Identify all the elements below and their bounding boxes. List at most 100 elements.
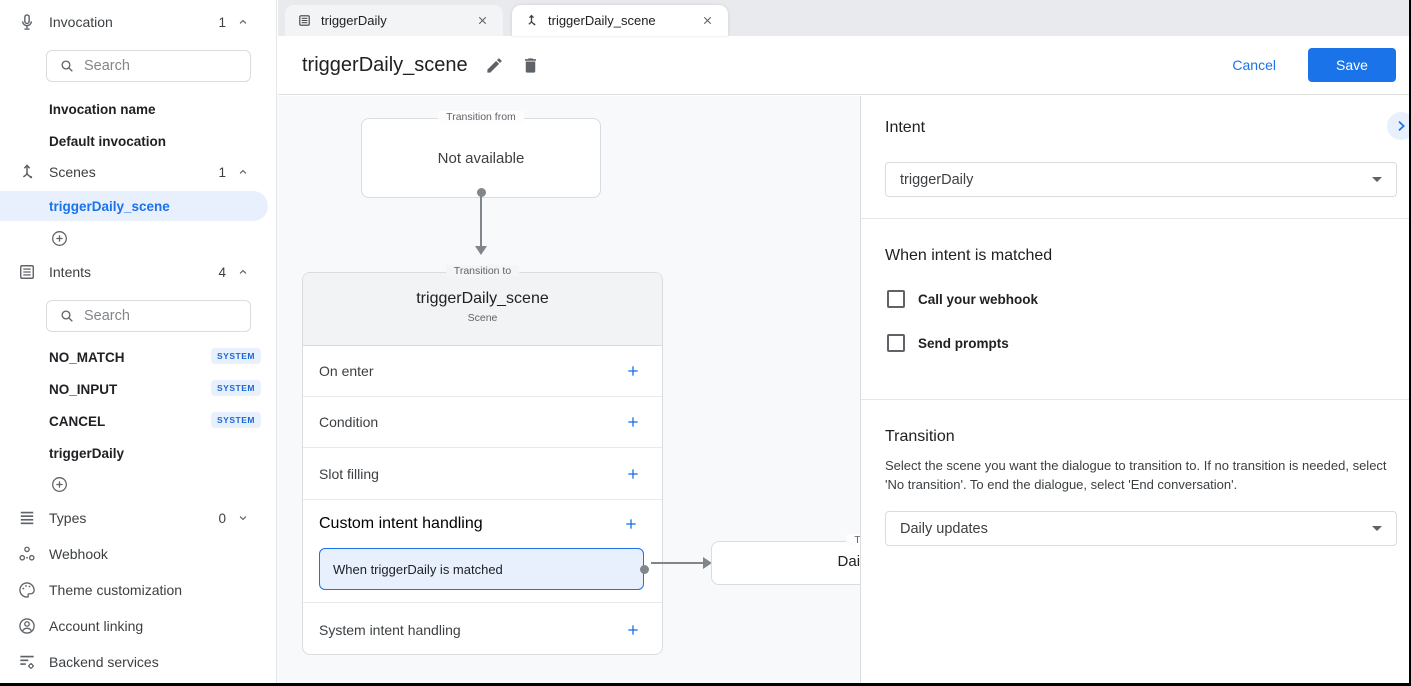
transition-to-legend: Transition to bbox=[846, 534, 860, 546]
intent-heading: Intent bbox=[885, 119, 926, 136]
add-custom-intent-icon[interactable] bbox=[623, 516, 639, 532]
sidebar-item-theme-customization[interactable]: Theme customization bbox=[0, 578, 277, 602]
connector-arrowhead-icon bbox=[703, 557, 712, 569]
intent-select-value: triggerDaily bbox=[900, 171, 974, 188]
sidebar-section-label: Invocation bbox=[49, 14, 113, 30]
send-prompts-label: Send prompts bbox=[918, 335, 1009, 351]
chevron-right-icon bbox=[1398, 121, 1405, 131]
connector-dot bbox=[477, 188, 486, 197]
tab-strip: triggerDaily triggerDaily_scene bbox=[278, 0, 1409, 36]
add-slot-filling-icon[interactable] bbox=[625, 466, 641, 482]
transition-from-box: Transition from Not available bbox=[361, 111, 601, 198]
sidebar-item-invocation-name[interactable]: Invocation name bbox=[49, 101, 156, 117]
connector-line bbox=[480, 196, 482, 246]
webhook-option-row: Call your webhook bbox=[885, 290, 1397, 308]
sidebar-item-webhook[interactable]: Webhook bbox=[0, 542, 277, 566]
cancel-button[interactable]: Cancel bbox=[1232, 57, 1276, 73]
scene-node-title: triggerDaily_scene bbox=[416, 290, 549, 307]
custom-intent-handling-header[interactable]: Custom intent handling bbox=[319, 500, 644, 548]
window-edge bbox=[1409, 0, 1411, 686]
microphone-icon bbox=[21, 14, 33, 30]
sidebar-item-account-linking[interactable]: Account linking bbox=[0, 614, 277, 638]
sidebar-item-backend-services[interactable]: Backend services bbox=[0, 650, 277, 674]
connector-arrowhead-icon bbox=[475, 246, 487, 255]
scene-row-slot-filling[interactable]: Slot filling bbox=[303, 448, 662, 500]
backend-services-icon bbox=[20, 655, 34, 669]
sidebar: Invocation 1 Invocation name Default inv… bbox=[0, 0, 277, 683]
section-count: 4 bbox=[218, 264, 226, 280]
transition-select-value: Daily updates bbox=[900, 520, 988, 537]
close-tab-icon[interactable] bbox=[476, 14, 489, 27]
save-button[interactable]: Save bbox=[1308, 48, 1396, 82]
sidebar-item-triggerdaily-scene[interactable]: triggerDaily_scene bbox=[0, 191, 268, 221]
when-matched-section: When intent is matched Call your webhook… bbox=[861, 219, 1409, 352]
sidebar-section-intents[interactable]: Intents 4 bbox=[0, 260, 277, 284]
transition-target-node[interactable]: Transition to Daily updates bbox=[711, 534, 860, 585]
invocation-search[interactable] bbox=[46, 50, 251, 82]
chevron-up-icon[interactable] bbox=[236, 165, 250, 179]
sidebar-section-invocation[interactable]: Invocation 1 bbox=[0, 10, 277, 34]
add-scene-button[interactable] bbox=[50, 229, 69, 248]
transition-heading: Transition bbox=[885, 428, 955, 445]
section-divider bbox=[861, 218, 1409, 219]
sidebar-item-cancel-intent[interactable]: CANCEL SYSTEM bbox=[49, 411, 261, 431]
webhook-icon bbox=[19, 546, 35, 561]
prompts-option-row: Send prompts bbox=[885, 334, 1397, 352]
system-badge: SYSTEM bbox=[211, 412, 261, 428]
transition-select[interactable]: Daily updates bbox=[885, 511, 1397, 546]
call-webhook-checkbox[interactable] bbox=[887, 290, 905, 308]
tab-triggerdaily[interactable]: triggerDaily bbox=[285, 5, 503, 36]
sidebar-section-scenes[interactable]: Scenes 1 bbox=[0, 160, 277, 184]
section-count: 0 bbox=[218, 510, 226, 526]
section-count: 1 bbox=[218, 164, 226, 180]
add-intent-button[interactable] bbox=[50, 475, 69, 494]
scene-header: triggerDaily_scene Cancel Save bbox=[278, 36, 1409, 95]
palette-icon bbox=[19, 582, 35, 598]
chevron-down-icon[interactable] bbox=[236, 511, 250, 525]
intent-editor-panel: Intent triggerDaily When intent is match… bbox=[860, 96, 1409, 683]
when-matched-heading: When intent is matched bbox=[885, 247, 1053, 264]
scene-node-subtitle: Scene bbox=[467, 312, 498, 324]
intent-handler-selected[interactable]: When triggerDaily is matched bbox=[319, 548, 649, 590]
search-icon bbox=[61, 60, 73, 72]
sidebar-item-no-match[interactable]: NO_MATCH SYSTEM bbox=[49, 347, 261, 367]
scene-flow-canvas[interactable]: Transition from Not available Transition… bbox=[277, 96, 860, 683]
close-tab-icon[interactable] bbox=[701, 14, 714, 27]
collapse-panel-button[interactable] bbox=[1387, 112, 1409, 140]
section-count: 1 bbox=[218, 14, 226, 30]
system-badge: SYSTEM bbox=[211, 380, 261, 396]
chevron-up-icon[interactable] bbox=[236, 15, 250, 29]
edit-icon[interactable] bbox=[485, 56, 504, 75]
transition-to-legend: Transition to bbox=[445, 265, 520, 277]
intent-select[interactable]: triggerDaily bbox=[885, 162, 1397, 197]
scene-row-condition[interactable]: Condition bbox=[303, 397, 662, 448]
sidebar-item-triggerdaily-intent[interactable]: triggerDaily bbox=[49, 445, 125, 461]
account-icon bbox=[19, 618, 35, 634]
intents-search-input[interactable] bbox=[84, 308, 234, 324]
scene-row-custom-intent-handling: Custom intent handling When triggerDaily… bbox=[303, 500, 662, 603]
transition-from-legend: Transition from bbox=[438, 111, 524, 123]
add-on-enter-icon[interactable] bbox=[625, 363, 641, 379]
scene-tab-icon bbox=[528, 14, 536, 26]
intent-tab-icon bbox=[299, 15, 310, 26]
chevron-up-icon[interactable] bbox=[236, 265, 250, 279]
sidebar-section-types[interactable]: Types 0 bbox=[0, 506, 277, 530]
invocation-search-input[interactable] bbox=[84, 58, 234, 74]
scene-row-system-intent-handling[interactable]: System intent handling bbox=[303, 603, 662, 656]
send-prompts-checkbox[interactable] bbox=[887, 334, 905, 352]
transition-section: Transition Select the scene you want the… bbox=[861, 400, 1409, 546]
add-system-intent-icon[interactable] bbox=[625, 622, 641, 638]
transition-description: Select the scene you want the dialogue t… bbox=[885, 458, 1387, 492]
sidebar-section-label: Scenes bbox=[49, 164, 96, 180]
tab-triggerdaily-scene[interactable]: triggerDaily_scene bbox=[512, 5, 728, 36]
sidebar-item-no-input[interactable]: NO_INPUT SYSTEM bbox=[49, 379, 261, 399]
page-title: triggerDaily_scene bbox=[302, 53, 468, 76]
delete-icon[interactable] bbox=[521, 56, 540, 75]
intents-search[interactable] bbox=[46, 300, 251, 332]
add-condition-icon[interactable] bbox=[625, 414, 641, 430]
sidebar-item-default-invocation[interactable]: Default invocation bbox=[49, 133, 167, 149]
transition-target-title: Daily updates bbox=[837, 553, 860, 570]
section-divider bbox=[861, 399, 1409, 400]
scene-row-on-enter[interactable]: On enter bbox=[303, 346, 662, 397]
